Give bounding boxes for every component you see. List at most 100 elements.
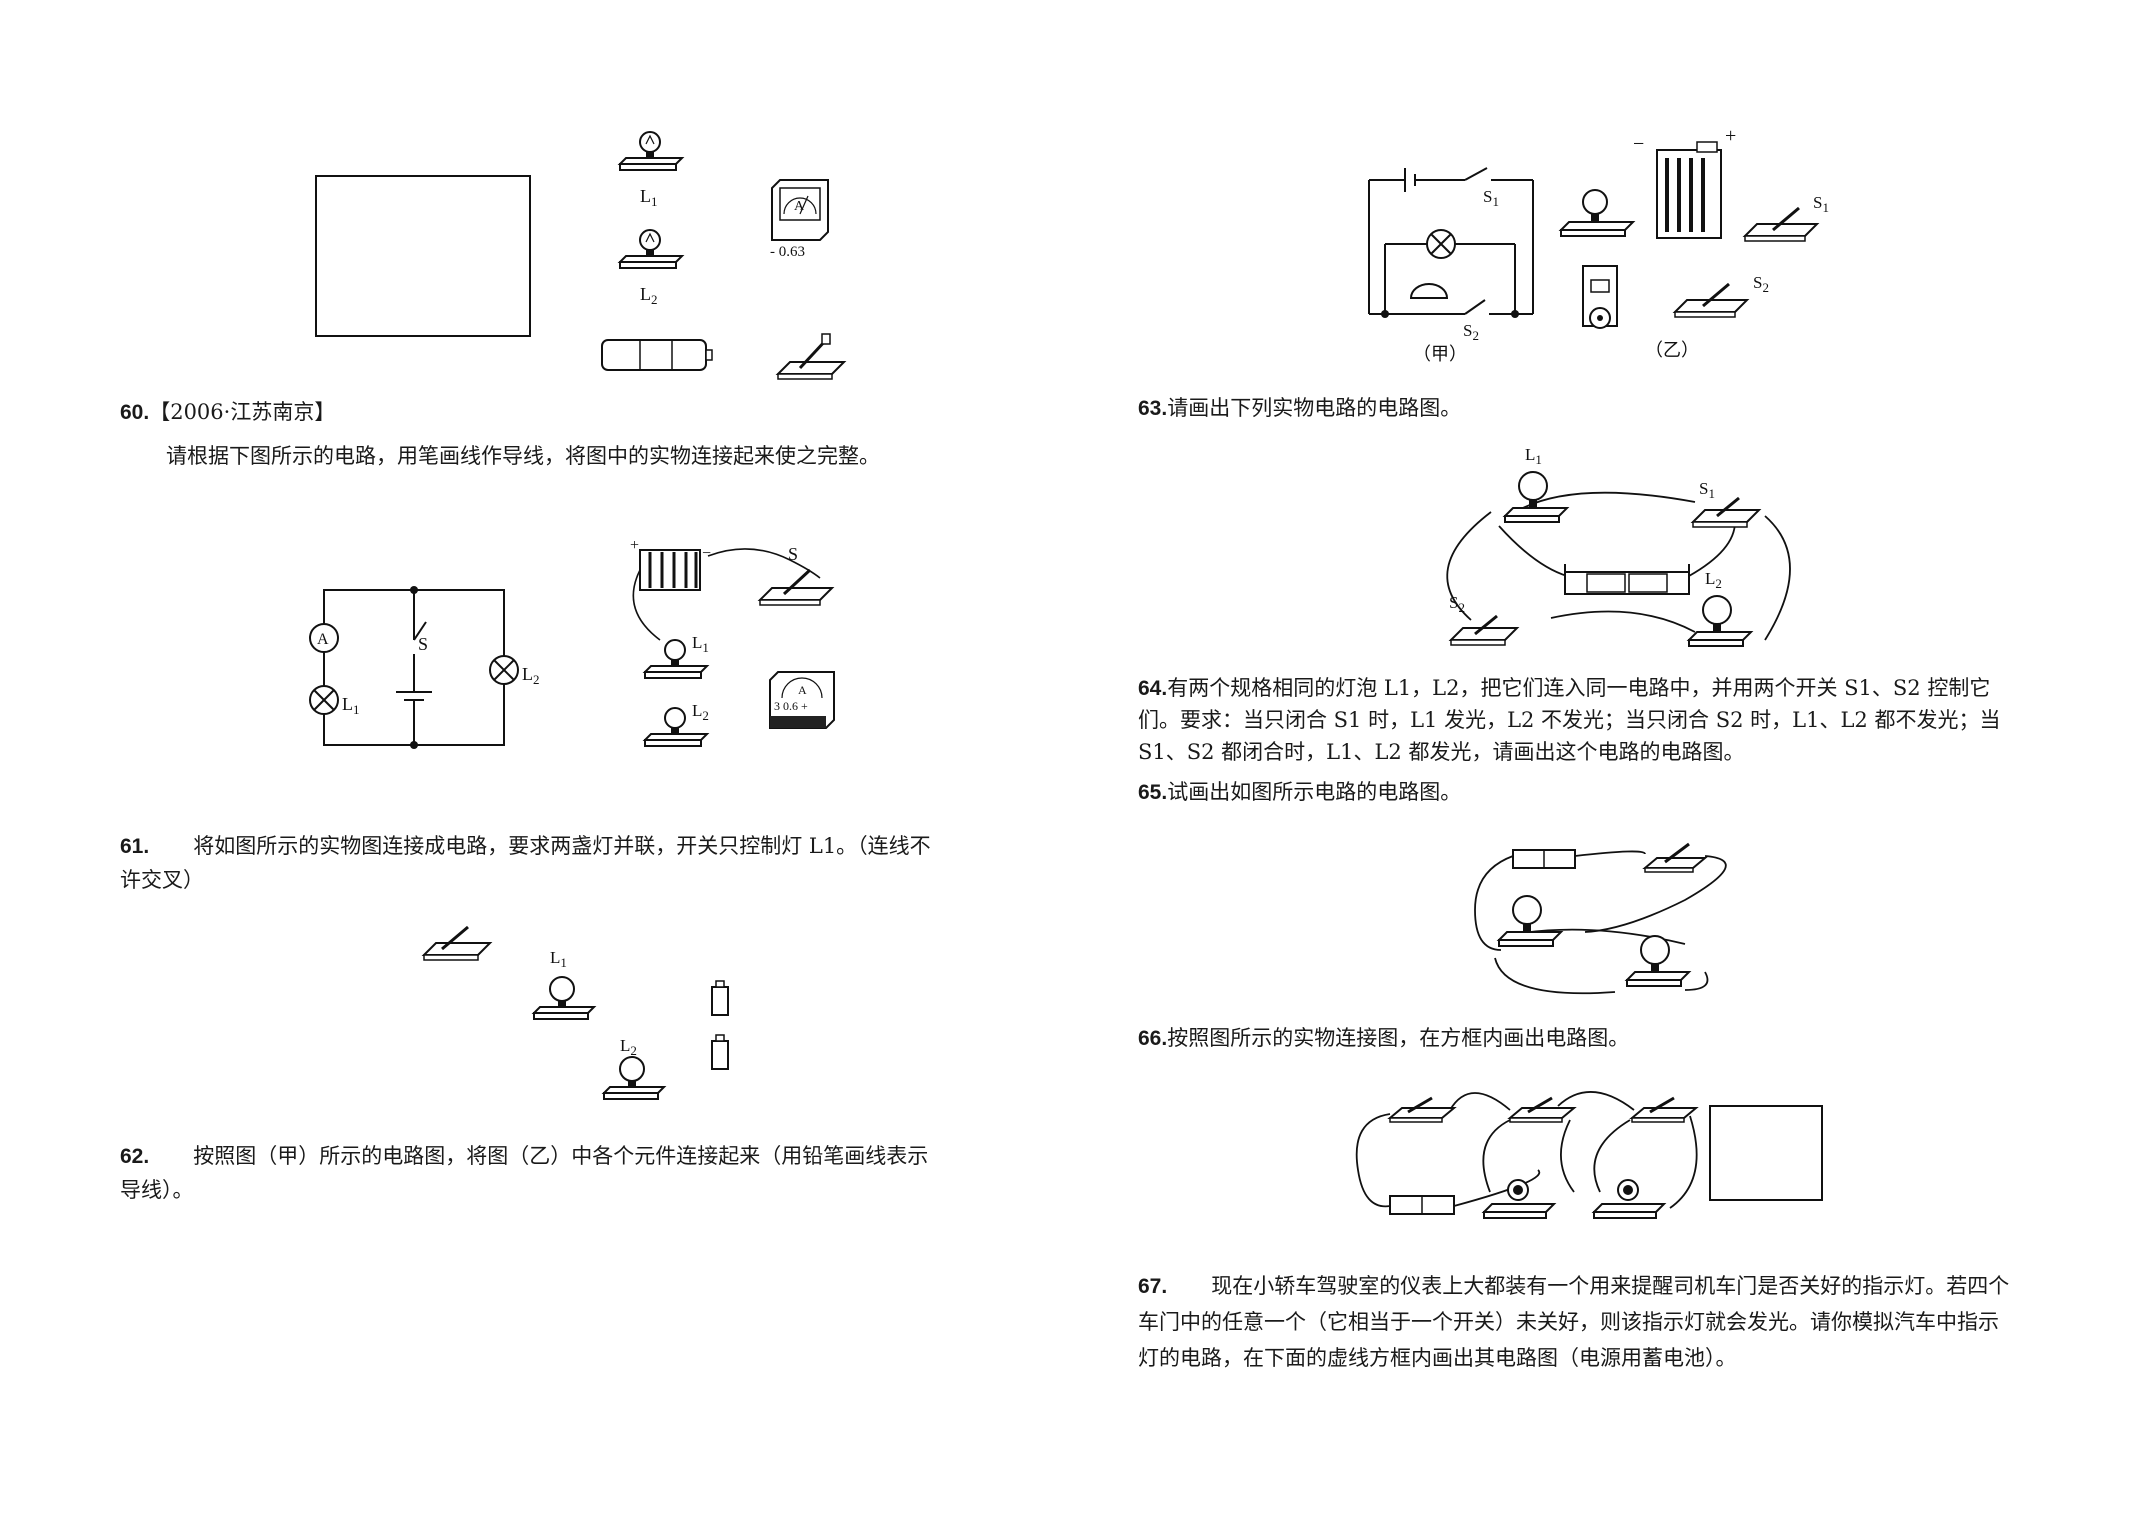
figure-q60: A L1 S L2 + − S L1 L (309, 537, 835, 749)
bell-device-icon (1582, 265, 1618, 329)
caption-jia: （甲） (1413, 344, 1467, 364)
svg-text:S2: S2 (1463, 321, 1479, 343)
ammeter-physical-icon: A (769, 671, 835, 729)
battery-pack-icon (1656, 141, 1722, 239)
bulb-l2-icon (1686, 595, 1754, 647)
svg-text:S1: S1 (1699, 479, 1715, 501)
figure-q61: L1 L2 (421, 925, 729, 1100)
svg-text:3 0.6 +: 3 0.6 + (774, 699, 808, 713)
q63-number: 63. (1138, 397, 1168, 420)
switch-icon (1642, 842, 1708, 873)
q61-line1: 61.将如图所示的实物图连接成电路，要求两盏灯并联，开关只控制灯 L1。（连线不 (120, 834, 931, 858)
bell-symbol (1409, 283, 1449, 299)
q60-number: 60. (120, 401, 150, 424)
svg-text:L2: L2 (620, 1036, 637, 1058)
switch-s1-icon (1742, 206, 1820, 242)
lamp-l2-symbol (489, 655, 519, 685)
svg-text:L2: L2 (522, 664, 540, 687)
figure-q59: L1 L2 A - 0.63 (315, 131, 847, 380)
svg-text:S: S (788, 544, 798, 564)
q66-number: 66. (1138, 1027, 1168, 1050)
svg-text:A: A (798, 683, 807, 697)
bulb-l2-icon (617, 229, 685, 269)
caption-yi: （乙） (1645, 340, 1699, 360)
svg-text:A: A (794, 199, 805, 214)
bulb-l2-icon (601, 1056, 667, 1100)
svg-text:S1: S1 (1813, 193, 1829, 215)
switch-s1-icon (1690, 496, 1762, 528)
bulb-l1-icon (617, 131, 685, 171)
q64-number: 64. (1138, 677, 1168, 700)
q67-number: 67. (1138, 1275, 1168, 1298)
q64-line1: 64.有两个规格相同的灯泡 L1，L2，把它们连入同一电路中，并用两个开关 S1… (1138, 676, 1991, 700)
svg-text:S2: S2 (1449, 593, 1465, 615)
figure-q63: L1 S1 S2 L2 (1446, 445, 1791, 647)
battery-holder-icon (1564, 564, 1690, 595)
figure-q66 (1355, 1091, 1823, 1219)
circuit-diagram-q60 (323, 589, 505, 746)
q61-line2: 许交叉） (120, 868, 204, 892)
answer-box (315, 175, 531, 337)
bulb-1-icon (1496, 895, 1564, 947)
circuit-diagram-jia (1368, 167, 1534, 315)
svg-text:L2: L2 (1705, 569, 1722, 591)
q60-text: 请根据下图所示的电路，用笔画线作导线，将图中的实物连接起来使之完整。 (166, 444, 880, 468)
svg-text:S2: S2 (1753, 273, 1769, 295)
bulb-l2-physical-icon (642, 707, 710, 747)
q64-line3: S1、S2 都闭合时，L1、L2 都发光，请画出这个电路的电路图。 (1138, 740, 1745, 764)
q67-line3: 灯的电路，在下面的虚线方框内画出其电路图（电源用蓄电池）。 (1138, 1346, 1737, 1370)
svg-text:−: − (702, 545, 711, 562)
q65-number: 65. (1138, 781, 1168, 804)
svg-text:L1: L1 (550, 948, 567, 970)
answer-box (1709, 1105, 1823, 1201)
q63-text: 63.请画出下列实物电路的电路图。 (1138, 396, 1462, 420)
q65-text: 65.试画出如图所示电路的电路图。 (1138, 780, 1462, 804)
ammeter-icon: A (771, 179, 829, 241)
switch-s2-icon (1672, 282, 1750, 318)
switch-2-icon (1507, 1096, 1577, 1123)
switch-s-icon (757, 568, 835, 606)
battery-icon (601, 339, 713, 371)
svg-text:L1: L1 (342, 694, 360, 717)
figure-q65 (1474, 842, 1727, 995)
switch-3-icon (1629, 1096, 1699, 1123)
switch-icon (775, 333, 847, 380)
svg-text:−: − (1633, 133, 1644, 155)
svg-text:S1: S1 (1483, 187, 1499, 209)
svg-text:A: A (317, 631, 329, 648)
battery-pack-icon (639, 549, 701, 591)
svg-text:L2: L2 (692, 701, 709, 723)
switch-icon (421, 925, 493, 961)
svg-text:+: + (630, 537, 639, 554)
lamp-l1-symbol (309, 685, 339, 715)
q61-number: 61. (120, 835, 150, 858)
svg-text:S: S (418, 634, 428, 654)
q62-line2: 导线）。 (120, 1178, 194, 1202)
switch-s2-icon (1448, 614, 1520, 646)
q67-line2: 车门中的任意一个（它相当于一个开关）未关好，则该指示灯就会发光。请你模拟汽车中指… (1138, 1310, 1999, 1334)
q62-line1: 62.按照图（甲）所示的电路图，将图（乙）中各个元件连接起来（用铅笔画线表示 (120, 1144, 929, 1168)
svg-text:+: + (1725, 125, 1736, 147)
q60-heading: 60.【2006·江苏南京】 (120, 396, 335, 429)
svg-text:L1: L1 (692, 633, 709, 655)
bulb-l1-physical-icon (642, 639, 710, 679)
lamp-2-icon (1591, 1179, 1667, 1219)
battery-cell-2-icon (711, 1034, 729, 1070)
q67-line1: 67.现在小轿车驾驶室的仪表上大都装有一个用来提醒司机车门是否关好的指示灯。若四… (1138, 1274, 2010, 1298)
ammeter-symbol: A (309, 623, 339, 653)
figure-q62: S1 S2 （甲） − + S1 S2 （乙） (1368, 125, 1829, 364)
bulb-icon (1558, 189, 1636, 237)
svg-text:L1: L1 (1525, 445, 1542, 467)
bulb-l1-icon (1502, 471, 1570, 523)
battery-holder-icon (1389, 1195, 1455, 1215)
battery-cell-1-icon (711, 980, 729, 1016)
battery-holder-icon (1512, 849, 1576, 869)
q66-text: 66.按照图所示的实物连接图，在方框内画出电路图。 (1138, 1026, 1630, 1050)
lamp-symbol (1426, 229, 1456, 259)
q62-number: 62. (120, 1145, 150, 1168)
q64-line2: 们。要求：当只闭合 S1 时，L1 发光，L2 不发光；当只闭合 S2 时，L1… (1138, 708, 2001, 732)
lamp-1-icon (1481, 1179, 1557, 1219)
bulb-2-icon (1624, 935, 1692, 987)
q60-source: 【2006·江苏南京】 (149, 400, 336, 424)
label-l1: L1 (640, 186, 658, 209)
